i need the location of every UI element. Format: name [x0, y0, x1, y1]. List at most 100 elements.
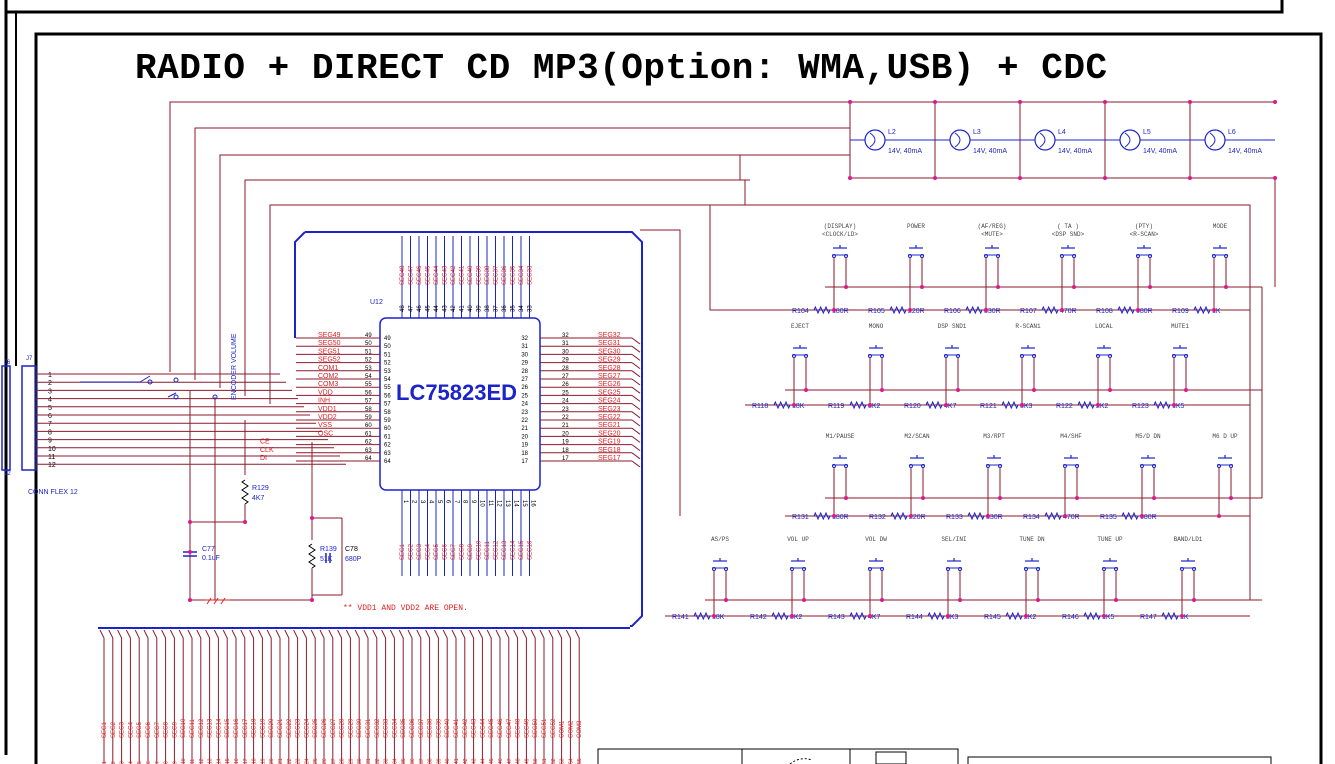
net-label: COM2	[318, 373, 338, 380]
junction-dot	[1032, 388, 1036, 392]
bus-tap	[249, 629, 255, 764]
bus-tap	[381, 629, 387, 764]
key-terminal	[1102, 567, 1106, 571]
bus-pin: 21	[278, 758, 284, 764]
resistor-ref: R131	[792, 514, 809, 521]
chain-resistor	[1161, 611, 1179, 621]
key-terminal	[868, 354, 872, 358]
bus-label: COM3	[577, 720, 583, 738]
junction-dot	[1103, 176, 1107, 180]
pin-number: 52	[384, 361, 391, 367]
logo-mark	[789, 758, 813, 764]
junction-dot	[1188, 176, 1192, 180]
key-terminal	[1229, 464, 1233, 468]
junction-dot	[1063, 514, 1067, 518]
pin-number: 36	[502, 305, 508, 312]
resistor-value: 4K7	[868, 614, 881, 621]
bus-tap	[451, 629, 457, 764]
junction-dot	[1108, 388, 1112, 392]
junction-dot	[1273, 176, 1277, 180]
resistor-value: 180R	[832, 308, 849, 315]
seg-label: SEG45	[426, 265, 432, 285]
bus-label: SEG44	[480, 718, 486, 738]
pin-number: 20	[562, 431, 569, 437]
bus-pin: 48	[516, 758, 522, 764]
key-label: TUNE DN	[1019, 536, 1045, 543]
bus-tap	[301, 629, 307, 764]
junction-dot	[944, 403, 948, 407]
connector-pin-number: 12	[48, 462, 56, 469]
pin-number: 12	[496, 500, 502, 507]
pin-number: 17	[521, 459, 528, 465]
key-terminal	[1224, 254, 1228, 258]
bus-tap	[495, 629, 501, 764]
bus-label: SEG29	[348, 718, 354, 738]
bus-pin: 6	[146, 761, 152, 764]
schematic-title: RADIO + DIRECT CD MP3(Option: WMA,USB) +…	[135, 48, 1108, 89]
key-terminal	[804, 354, 808, 358]
net-label: SEG51	[318, 348, 341, 355]
connector-pin-number: 8	[48, 429, 52, 436]
connector-ref-left: J6	[4, 360, 11, 366]
pin-number: 55	[384, 385, 391, 391]
r139-value: 51K	[320, 556, 333, 563]
seg-label: SEG9	[468, 543, 474, 560]
junction-dot	[933, 100, 937, 104]
segment-bus: SEG11SEG22SEG33SEG44SEG55SEG66SEG77SEG88…	[98, 627, 630, 764]
junction-dot	[1024, 614, 1028, 618]
key-terminal	[1140, 464, 1144, 468]
net-label: CE	[260, 439, 270, 446]
key-sublabel: <DSP SND>	[1052, 231, 1085, 238]
bus-pin: 55	[577, 758, 583, 764]
bus-pin: 2	[111, 761, 117, 764]
bus-label: SEG42	[463, 718, 469, 738]
junction-dot	[1102, 614, 1106, 618]
bus-pin: 39	[436, 758, 442, 764]
bus-tap	[213, 629, 219, 764]
key-common	[270, 204, 1250, 311]
net-label: SEG18	[598, 447, 621, 454]
net-label: VDD2	[318, 414, 337, 421]
junction-dot	[1180, 614, 1184, 618]
pin-number: 2	[411, 500, 417, 504]
seg-label: SEG38	[485, 265, 491, 285]
bus-pin: 19	[260, 758, 266, 764]
pin-number: 21	[562, 423, 569, 429]
chain-resistor	[849, 611, 867, 621]
pin-number: 51	[365, 349, 372, 355]
bus-pin: 11	[190, 759, 196, 764]
pin-number: 20	[521, 434, 528, 440]
pin-number: 3	[419, 500, 425, 504]
junction-dot	[946, 614, 950, 618]
net-label: SEG26	[598, 381, 621, 388]
pin-number: 50	[365, 341, 372, 347]
bus-pin: 42	[463, 758, 469, 764]
c77-value: 0.1uF	[202, 555, 220, 562]
junction-dot	[958, 598, 962, 602]
bus-label: SEG6	[146, 721, 152, 738]
key-terminal	[1072, 254, 1076, 258]
net-label: VSS	[318, 422, 332, 429]
bus-tap	[407, 629, 413, 764]
net-label: SEG25	[598, 389, 621, 396]
bus-pin: 32	[375, 758, 381, 764]
bus-tap	[169, 629, 175, 764]
junction-dot	[844, 285, 848, 289]
bus-tap	[231, 629, 237, 764]
bus-label: SEG39	[436, 718, 442, 738]
pin-number: 38	[485, 305, 491, 312]
resistor-ref: R145	[984, 614, 1001, 621]
junction-dot	[1184, 388, 1188, 392]
key-terminal	[844, 464, 848, 468]
bus-tap	[152, 629, 158, 764]
bus-pin: 46	[498, 758, 504, 764]
resistor-value: 680R	[1140, 514, 1157, 521]
resistor-ref: R108	[1096, 308, 1113, 315]
key-terminal	[921, 464, 925, 468]
bus-label: SEG22	[287, 718, 293, 738]
bus-pin: 23	[296, 758, 302, 764]
key-label: TUNE UP	[1097, 536, 1123, 543]
pin-number: 32	[562, 333, 569, 339]
lamp-ref: L5	[1143, 129, 1151, 136]
resistor-ref: R121	[980, 403, 997, 410]
